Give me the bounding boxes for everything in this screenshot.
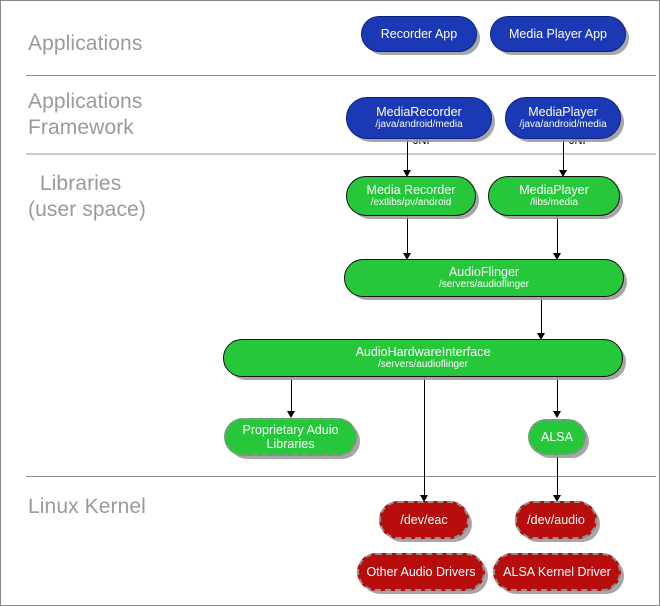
node-audiohardwareinterface[interactable]: AudioHardwareInterface /servers/audiofli… [223,339,623,377]
arrowhead-alsa-to-dev-audio [553,495,561,502]
node-other-audio-drivers[interactable]: Other Audio Drivers [357,553,485,591]
node-mediarecorder-framework[interactable]: MediaRecorder /java/android/media [346,97,492,139]
connector-ahi-to-alsa [557,376,558,416]
node-recorder-app[interactable]: Recorder App [361,16,477,52]
node-audioflinger-title: AudioFlinger [448,265,520,279]
node-mediaplayer-library-path: /libs/media [530,197,578,208]
node-other-audio-drivers-title: Other Audio Drivers [366,565,476,579]
arrowhead-mediarecorder-fw-to-lib [403,170,411,177]
arrowhead-audioflinger-to-audiohardwareinterface [537,333,545,340]
divider-framework [26,153,656,155]
arrowhead-media-recorder-to-audioflinger [403,253,411,260]
node-media-recorder-library-title: Media Recorder [366,183,456,197]
node-audiohardwareinterface-title: AudioHardwareInterface [355,345,491,359]
node-alsa-title: ALSA [541,430,573,444]
node-media-player-app-title: Media Player App [509,27,607,41]
node-dev-eac[interactable]: /dev/eac [379,501,469,539]
node-alsa-kernel-driver[interactable]: ALSA Kernel Driver [493,553,621,591]
node-mediarecorder-framework-title: MediaRecorder [376,105,462,119]
connector-mediaplayer-fw-to-lib [563,137,564,175]
node-proprietary-audio-libraries[interactable]: Proprietary Aduio Libraries [224,418,357,456]
arrowhead-ahi-to-alsa [553,411,561,418]
layer-label-libraries: Libraries (user space) [28,172,146,221]
node-mediaplayer-library-title: MediaPlayer [519,183,589,197]
node-mediaplayer-library[interactable]: MediaPlayer /libs/media [488,176,620,216]
node-audiohardwareinterface-path: /servers/audioflinger [377,359,469,370]
layer-label-linux-kernel: Linux Kernel [28,495,146,518]
node-dev-audio[interactable]: /dev/audio [515,501,597,539]
connector-mediarecorder-fw-to-lib [407,137,408,175]
node-mediaplayer-framework[interactable]: MediaPlayer /java/android/media [505,97,621,139]
node-audioflinger[interactable]: AudioFlinger /servers/audioflinger [344,259,624,297]
connector-mediaplayer-to-audioflinger [557,216,558,258]
connector-alsa-to-dev-audio [557,454,558,500]
node-dev-eac-title: /dev/eac [400,513,448,527]
arrowhead-ahi-to-dev-eac [420,495,428,502]
layer-label-applications-framework: Applications Framework [28,90,143,139]
node-media-player-app[interactable]: Media Player App [490,16,626,52]
node-alsa-kernel-driver-title: ALSA Kernel Driver [503,565,611,579]
node-media-recorder-library-path: /extlibs/pv/android [370,197,452,208]
node-dev-audio-title: /dev/audio [527,513,585,527]
node-recorder-app-title: Recorder App [380,27,458,41]
node-mediaplayer-framework-path: /java/android/media [519,119,607,130]
node-alsa[interactable]: ALSA [528,419,586,455]
arrowhead-ahi-to-proprietary-libs [287,411,295,418]
node-proprietary-audio-libraries-title: Proprietary Aduio [242,423,339,437]
arrowhead-mediaplayer-to-audioflinger [553,253,561,260]
divider-applications [26,75,656,76]
connector-media-recorder-to-audioflinger [407,216,408,258]
connector-ahi-to-proprietary-libs [291,376,292,416]
connector-audioflinger-to-audiohardwareinterface [541,296,542,338]
layer-label-applications: Applications [28,32,143,55]
node-audioflinger-path: /servers/audioflinger [438,279,530,290]
node-mediaplayer-framework-title: MediaPlayer [528,105,598,119]
node-mediarecorder-framework-path: /java/android/media [375,119,463,130]
arrowhead-mediaplayer-fw-to-lib [559,170,567,177]
node-media-recorder-library[interactable]: Media Recorder /extlibs/pv/android [346,176,476,216]
connector-ahi-to-dev-eac [424,376,425,500]
node-proprietary-audio-libraries-subtitle: Libraries [266,437,315,451]
divider-kernel [26,476,656,477]
